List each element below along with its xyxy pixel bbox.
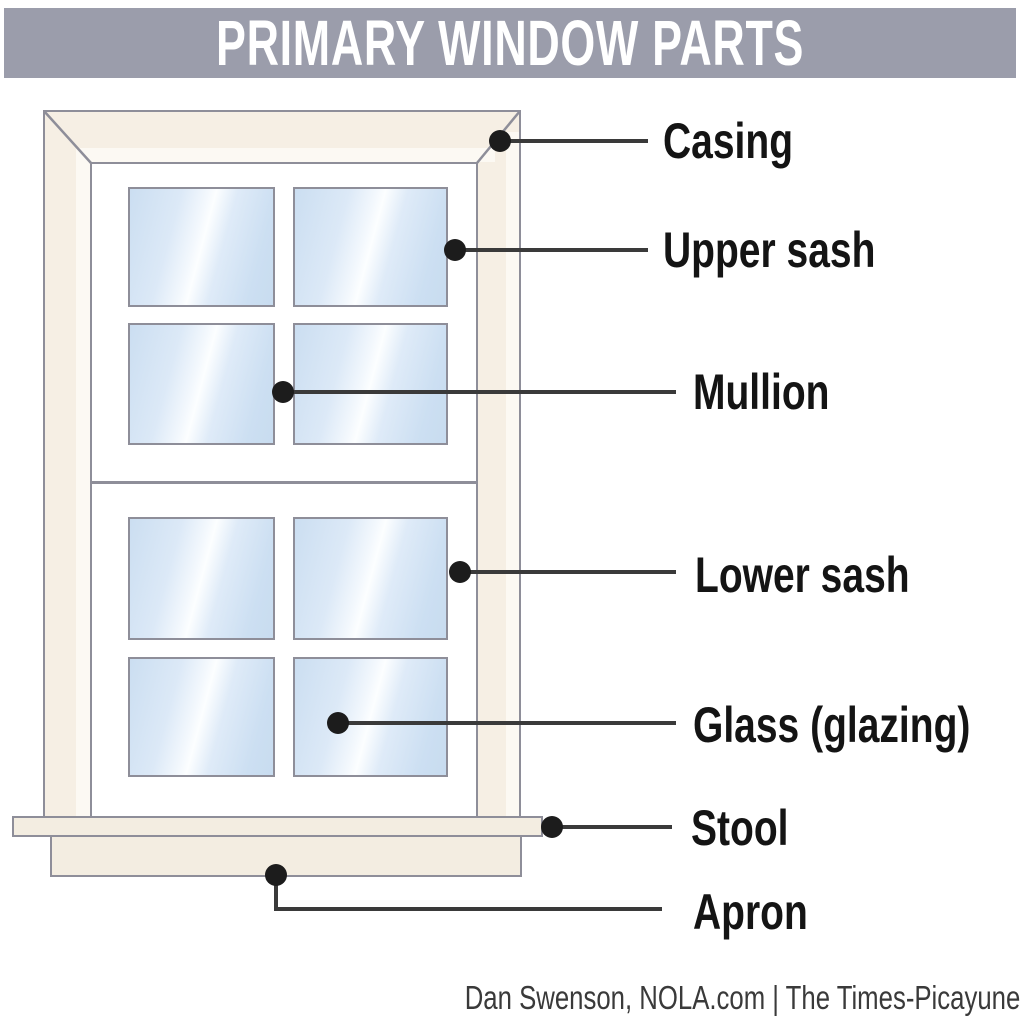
label-glass-glazing: Glass (glazing) xyxy=(693,697,971,753)
glass-pane-upper-left-2 xyxy=(128,323,275,445)
credit-line: Dan Swenson, NOLA.com | The Times-Picayu… xyxy=(464,979,1020,1016)
casing-bevel-right xyxy=(506,132,519,816)
label-mullion: Mullion xyxy=(693,364,830,420)
label-lower-sash: Lower sash xyxy=(695,547,910,603)
glass-pane-lower-left-2 xyxy=(128,657,275,777)
page-title: PRIMARY WINDOW PARTS xyxy=(215,7,805,79)
meeting-rail xyxy=(90,481,478,484)
title-bar: PRIMARY WINDOW PARTS xyxy=(4,7,1016,79)
glass-pane-upper-right-2 xyxy=(293,323,448,445)
label-stool: Stool xyxy=(691,800,789,856)
stool-board xyxy=(12,816,543,837)
casing-bevel-left xyxy=(76,148,90,818)
dot-stool xyxy=(541,816,563,838)
glass-pane-upper-right-1 xyxy=(293,187,448,307)
glass-pane-upper-left-1 xyxy=(128,187,275,307)
label-upper-sash: Upper sash xyxy=(663,222,876,278)
label-apron: Apron xyxy=(693,884,808,940)
glass-pane-lower-left-1 xyxy=(128,517,275,640)
casing-bevel-top xyxy=(76,148,495,162)
glass-pane-lower-right-2 xyxy=(293,657,448,777)
leader-apron xyxy=(274,875,662,911)
label-casing: Casing xyxy=(663,113,794,169)
apron-board xyxy=(50,835,522,877)
glass-pane-lower-right-1 xyxy=(293,517,448,640)
